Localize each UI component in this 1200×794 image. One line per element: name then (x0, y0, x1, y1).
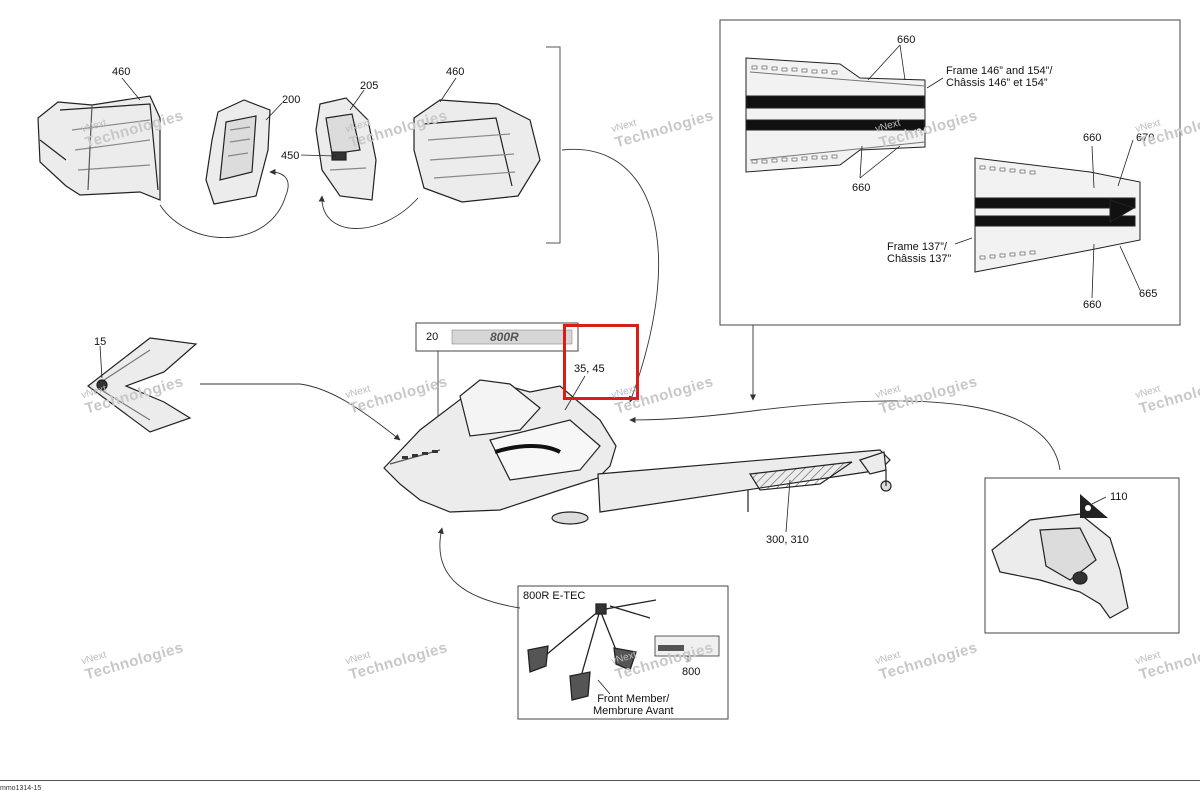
label-200: 200 (282, 94, 301, 106)
side-panel-left (37, 95, 161, 201)
snowmobile-body (383, 379, 892, 525)
side-panel-right (413, 99, 541, 203)
decal-box (415, 322, 579, 352)
label-20: 20 (426, 331, 439, 343)
label-660-right-bottom: 660 (1083, 299, 1102, 311)
label-660-top: 660 (897, 34, 916, 46)
footer-divider (0, 780, 1200, 781)
label-15: 15 (94, 336, 107, 348)
label-660-right-top: 660 (1083, 132, 1102, 144)
label-460-left: 460 (112, 66, 131, 78)
warning-triangle (1080, 494, 1108, 518)
frame-long-drawing (745, 57, 926, 173)
hood-box (984, 477, 1180, 634)
label-660-mid: 660 (852, 182, 871, 194)
label-800: 800 (682, 666, 701, 678)
label-205: 205 (360, 80, 379, 92)
frame-detail-box (719, 19, 1181, 326)
side-panel-200 (205, 99, 271, 205)
nose-part (87, 337, 198, 433)
side-panel-205 (315, 97, 377, 201)
label-35-45: 35, 45 (574, 363, 605, 375)
label-460-right: 460 (446, 66, 465, 78)
front-member-part (527, 599, 657, 701)
hood-part (991, 513, 1129, 619)
highlight-box (563, 324, 639, 400)
front-member-caption: Front Member/ Membrure Avant (593, 693, 674, 717)
panels-bracket (546, 46, 561, 244)
label-300-310: 300, 310 (766, 534, 809, 546)
label-450: 450 (281, 150, 300, 162)
label-665: 665 (1139, 288, 1158, 300)
decal-800r-text: 800R (490, 330, 519, 344)
label-110: 110 (1110, 491, 1128, 503)
label-670: 670 (1136, 132, 1155, 144)
footer-code: mmo1314-15 (0, 785, 42, 792)
frame-long-caption: Frame 146” and 154”/ Châssis 146” et 154… (946, 65, 1053, 89)
frame-short-drawing (974, 157, 1141, 273)
engine-inset-box (517, 585, 729, 720)
frame-short-caption: Frame 137”/ Châssis 137” (887, 241, 952, 265)
engine-inset-title: 800R E-TEC (523, 590, 586, 602)
